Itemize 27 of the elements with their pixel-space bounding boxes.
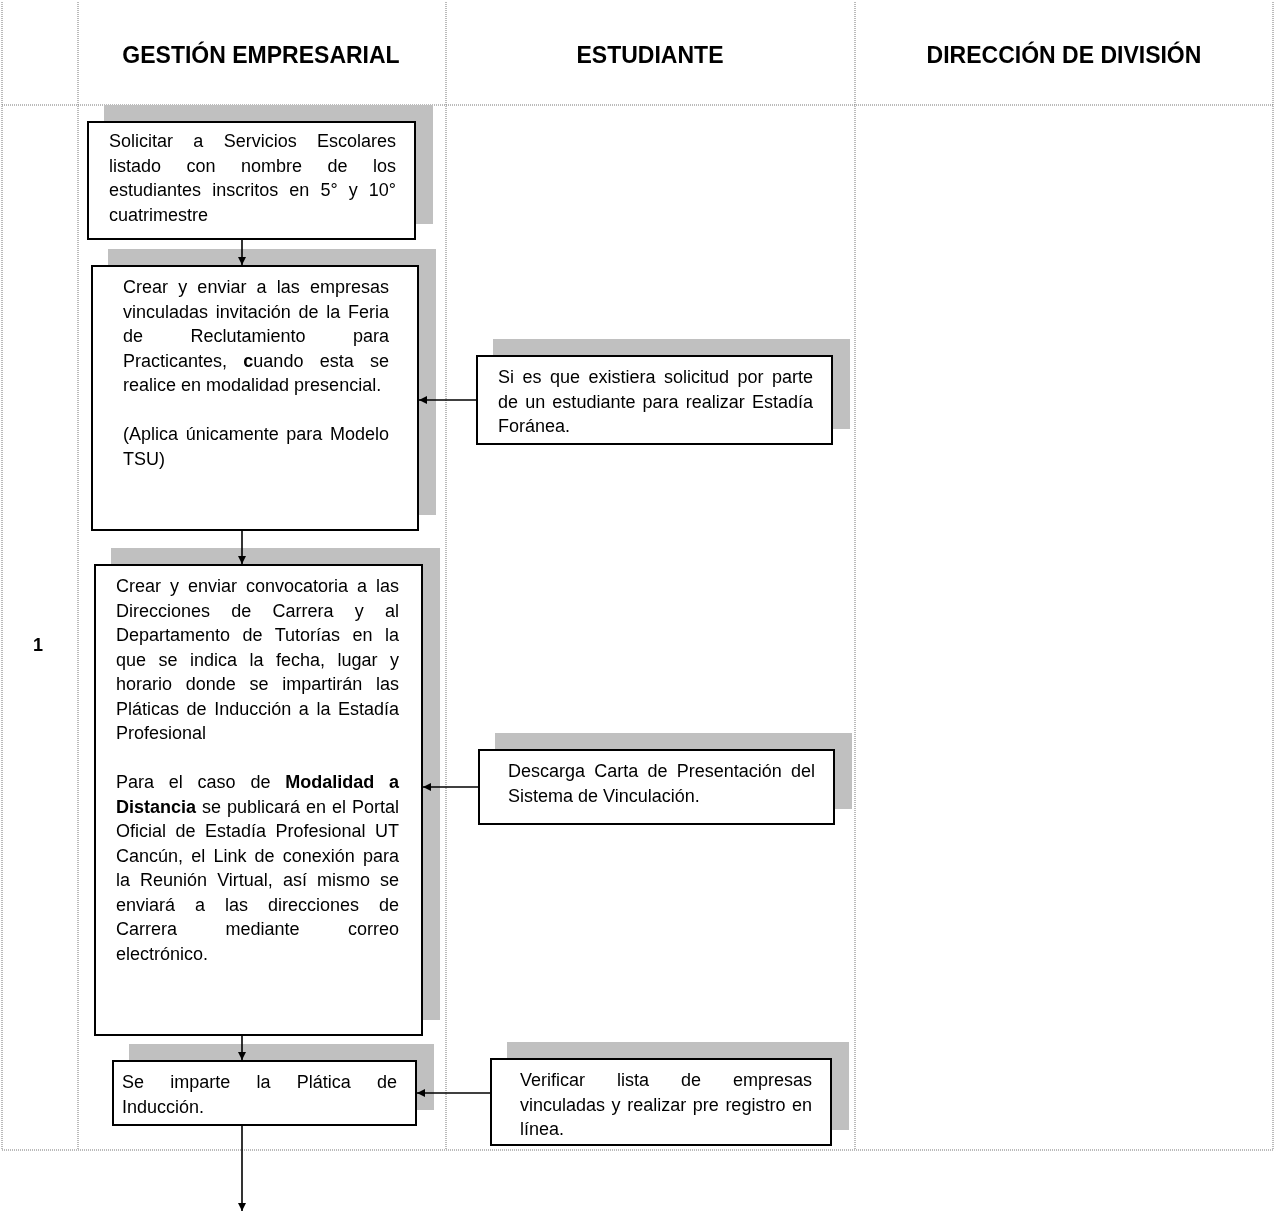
column-header: ESTUDIANTE: [576, 41, 724, 69]
arrow: [238, 239, 246, 266]
process-box: [87, 121, 416, 240]
process-box: [112, 1060, 417, 1126]
box-text: Crear y enviar convocatoria a las Direcciones de Carrera y al Departamento de Tutorías en la que se indica la fecha, lugar y horario donde se impartirán las Pláticas de Inducción a la Estadía Profesional: [116, 575, 399, 745]
arrow: [422, 783, 479, 791]
box-text: Solicitar a Servicios Escolares listado con nombre de los estudiantes inscritos en 5° y 10° cuatrimestre: [109, 130, 396, 227]
box-text: Crear y enviar a las empresas vinculadas invitación de la Feria de Reclutamiento para Practicantes, cuando esta se realice en modalidad presencial.: [123, 276, 389, 397]
column-header: DIRECCIÓN DE DIVISIÓN: [926, 41, 1202, 69]
box-text: Para el caso de Modalidad a Distancia se publicará en el Portal Oficial de Estadía Profesional UT Cancún, el Link de conexión para la Reunión Virtual, así mismo se enviará a las direcciones de Carrera mediante correo electrónico.: [116, 771, 399, 966]
row-number: 1: [33, 634, 43, 656]
box-text: Se imparte la Plática de Inducción.: [122, 1071, 397, 1119]
process-box: [476, 355, 833, 445]
process-box: [91, 265, 419, 531]
box-text: Verificar lista de empresas vinculadas y realizar pre registro en línea.: [520, 1069, 812, 1141]
process-box: [490, 1058, 832, 1146]
process-box: [478, 749, 835, 825]
box-text: (Aplica únicamente para Modelo TSU): [123, 423, 389, 471]
arrow: [418, 396, 477, 404]
arrow: [238, 530, 246, 565]
arrow: [238, 1035, 246, 1061]
box-text: Descarga Carta de Presentación del Sistema de Vinculación.: [508, 760, 815, 808]
column-header: GESTIÓN EMPRESARIAL: [122, 41, 400, 69]
arrow: [416, 1089, 491, 1097]
box-text: Si es que existiera solicitud por parte de un estudiante para realizar Estadía Foránea.: [498, 366, 813, 438]
process-box: [94, 564, 423, 1036]
arrow: [238, 1125, 246, 1212]
